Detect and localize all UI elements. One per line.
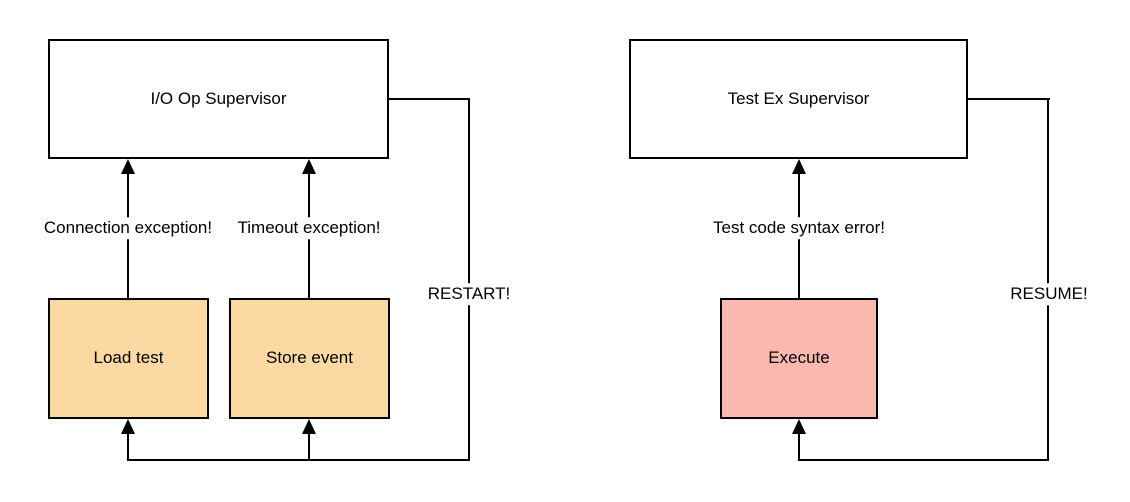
arrowhead-up-icon	[302, 419, 316, 434]
resume-loop-vertical-line	[1047, 98, 1049, 461]
io-op-supervisor-box: I/O Op Supervisor	[48, 39, 389, 159]
restart-loop-branch-load-test	[127, 433, 129, 461]
connection-exception-label: Connection exception!	[40, 217, 216, 239]
resume-loop-bottom-line	[798, 459, 1049, 461]
arrowhead-up-icon	[121, 419, 135, 434]
resume-label: RESUME!	[1007, 283, 1091, 305]
restart-loop-branch-store-event	[308, 433, 310, 461]
supervisor-label: I/O Op Supervisor	[150, 88, 287, 108]
resume-loop-exit-line	[968, 98, 1050, 100]
worker-label: Execute	[768, 348, 830, 368]
supervisor-label: Test Ex Supervisor	[727, 88, 870, 108]
load-test-box: Load test	[48, 298, 209, 419]
restart-loop-vertical-line	[468, 98, 470, 461]
restart-loop-exit-line	[389, 98, 470, 100]
arrowhead-up-icon	[302, 159, 316, 174]
worker-label: Store event	[266, 348, 353, 368]
timeout-exception-label: Timeout exception!	[234, 217, 384, 239]
worker-label: Load test	[93, 348, 164, 368]
restart-loop-bottom-line	[127, 459, 470, 461]
store-event-box: Store event	[229, 298, 390, 419]
restart-label: RESTART!	[424, 283, 514, 305]
arrowhead-up-icon	[792, 159, 806, 174]
arrowhead-up-icon	[121, 159, 135, 174]
syntax-error-label: Test code syntax error!	[710, 217, 888, 239]
execute-box: Execute	[720, 298, 878, 419]
arrowhead-up-icon	[792, 419, 806, 434]
resume-loop-branch-execute	[798, 433, 800, 461]
test-ex-supervisor-box: Test Ex Supervisor	[629, 39, 968, 159]
